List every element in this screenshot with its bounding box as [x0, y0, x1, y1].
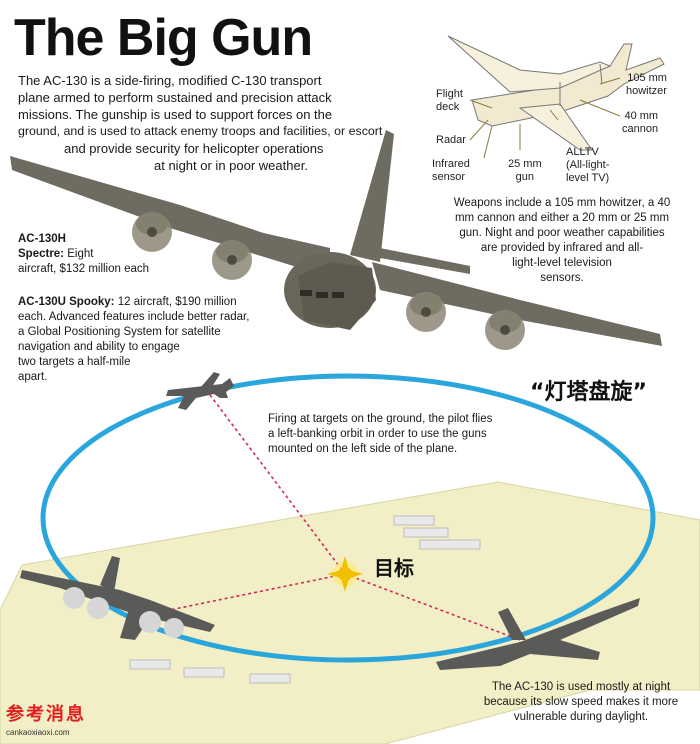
label-line: level TV)	[566, 172, 610, 184]
label-40mm-cannon: 40 mm cannon	[622, 110, 658, 136]
spectre-heading: AC-130H	[18, 233, 66, 245]
orbit-path	[40, 373, 656, 663]
label-line: 105 mm	[627, 72, 667, 84]
plane-orbit-top	[166, 372, 234, 410]
label-alltv: ALLTV (All-light- level TV)	[566, 146, 609, 185]
orbit-line: Firing at targets on the ground, the pil…	[268, 413, 493, 425]
note-line: The AC-130 is used mostly at night	[491, 681, 671, 693]
spectre-name: Spectre:	[18, 248, 65, 260]
weapons-line: Weapons include a 105 mm howitzer, a 40	[453, 197, 671, 209]
watermark: 参考消息 cankaoxiaoxi.com	[6, 700, 102, 737]
weapons-description: Weapons include a 105 mm howitzer, a 40 …	[436, 196, 688, 286]
label-line: sensor	[432, 171, 466, 183]
label-line: cannon	[622, 123, 659, 135]
spooky-line: two targets a half-mile	[18, 356, 131, 368]
watermark-url: cankaoxiaoxi.com	[6, 728, 70, 737]
label-flight-deck: Flight deck	[436, 88, 463, 114]
spooky-name: AC-130U Spooky:	[18, 296, 115, 308]
label-line: deck	[436, 101, 460, 113]
label-line: Infrared	[432, 158, 470, 170]
plane-orbit-right	[436, 598, 640, 670]
spooky-line: 12 aircraft, $190 million	[117, 296, 237, 308]
intro-line: missions. The gunship is used to support…	[18, 107, 333, 122]
weapons-line: sensors.	[540, 272, 584, 284]
label-line: 40 mm	[624, 110, 659, 122]
spectre-spec: AC-130H Spectre: Eight aircraft, $132 mi…	[18, 232, 178, 277]
pylon-turn-label: “灯塔盘旋”	[530, 380, 647, 405]
weapons-line: light-level television	[512, 257, 612, 269]
intro-text: The AC-130 is a side-firing, modified C-…	[18, 72, 386, 174]
spooky-line: apart.	[18, 371, 48, 383]
target-label: 目标	[374, 556, 414, 580]
intro-line: at night or in poor weather.	[154, 158, 308, 173]
cutaway-diagram	[447, 35, 665, 159]
orbit-line: mounted on the left side of the plane.	[268, 443, 458, 455]
intro-line: plane armed to perform sustained and pre…	[18, 90, 332, 105]
note-line: vulnerable during daylight.	[513, 711, 649, 723]
spectre-line1: Eight	[67, 248, 94, 260]
intro-line: and provide security for helicopter oper…	[64, 141, 324, 156]
ac130-main-plane	[10, 130, 662, 350]
orbit-description: Firing at targets on the ground, the pil…	[268, 412, 498, 457]
orbit-line: a left-banking orbit in order to use the…	[268, 428, 487, 440]
spectre-line2: aircraft, $132 million each	[18, 263, 150, 275]
label-25mm-gun: 25 mm gun	[508, 158, 542, 184]
weapons-line: gun. Night and poor weather capabilities	[459, 227, 665, 239]
weapons-line: are provided by infrared and all-	[480, 242, 644, 254]
ground-plane	[0, 481, 700, 744]
watermark-logo: 参考消息	[6, 704, 86, 725]
intro-line: The AC-130 is a side-firing, modified C-…	[18, 73, 322, 88]
label-line: Flight	[436, 88, 463, 100]
spooky-line: each. Advanced features include better r…	[18, 311, 250, 323]
note-line: because its slow speed makes it more	[483, 696, 679, 708]
label-line: 25 mm	[508, 158, 542, 170]
label-line: ALLTV	[566, 146, 599, 158]
plane-banking-left	[20, 556, 215, 640]
label-line: (All-light-	[566, 159, 610, 171]
label-radar: Radar	[436, 134, 466, 146]
intro-line: ground, and is used to attack enemy troo…	[18, 124, 383, 138]
label-line: gun	[515, 171, 534, 183]
label-105mm-howitzer: 105 mm howitzer	[626, 72, 667, 98]
target-marker	[327, 556, 363, 592]
firing-lines	[159, 394, 521, 641]
label-infrared: Infrared sensor	[432, 158, 470, 184]
label-line: howitzer	[626, 85, 667, 97]
spooky-spec: AC-130U Spooky: 12 aircraft, $190 millio…	[18, 295, 268, 385]
spooky-line: a Global Positioning System for satellit…	[18, 326, 221, 338]
night-use-note: The AC-130 is used mostly at night becau…	[466, 680, 696, 725]
spooky-line: navigation and ability to engage	[18, 341, 180, 353]
weapons-line: mm cannon and either a 20 mm or 25 mm	[454, 212, 670, 224]
buildings	[129, 515, 481, 684]
page-title: The Big Gun	[14, 9, 313, 67]
